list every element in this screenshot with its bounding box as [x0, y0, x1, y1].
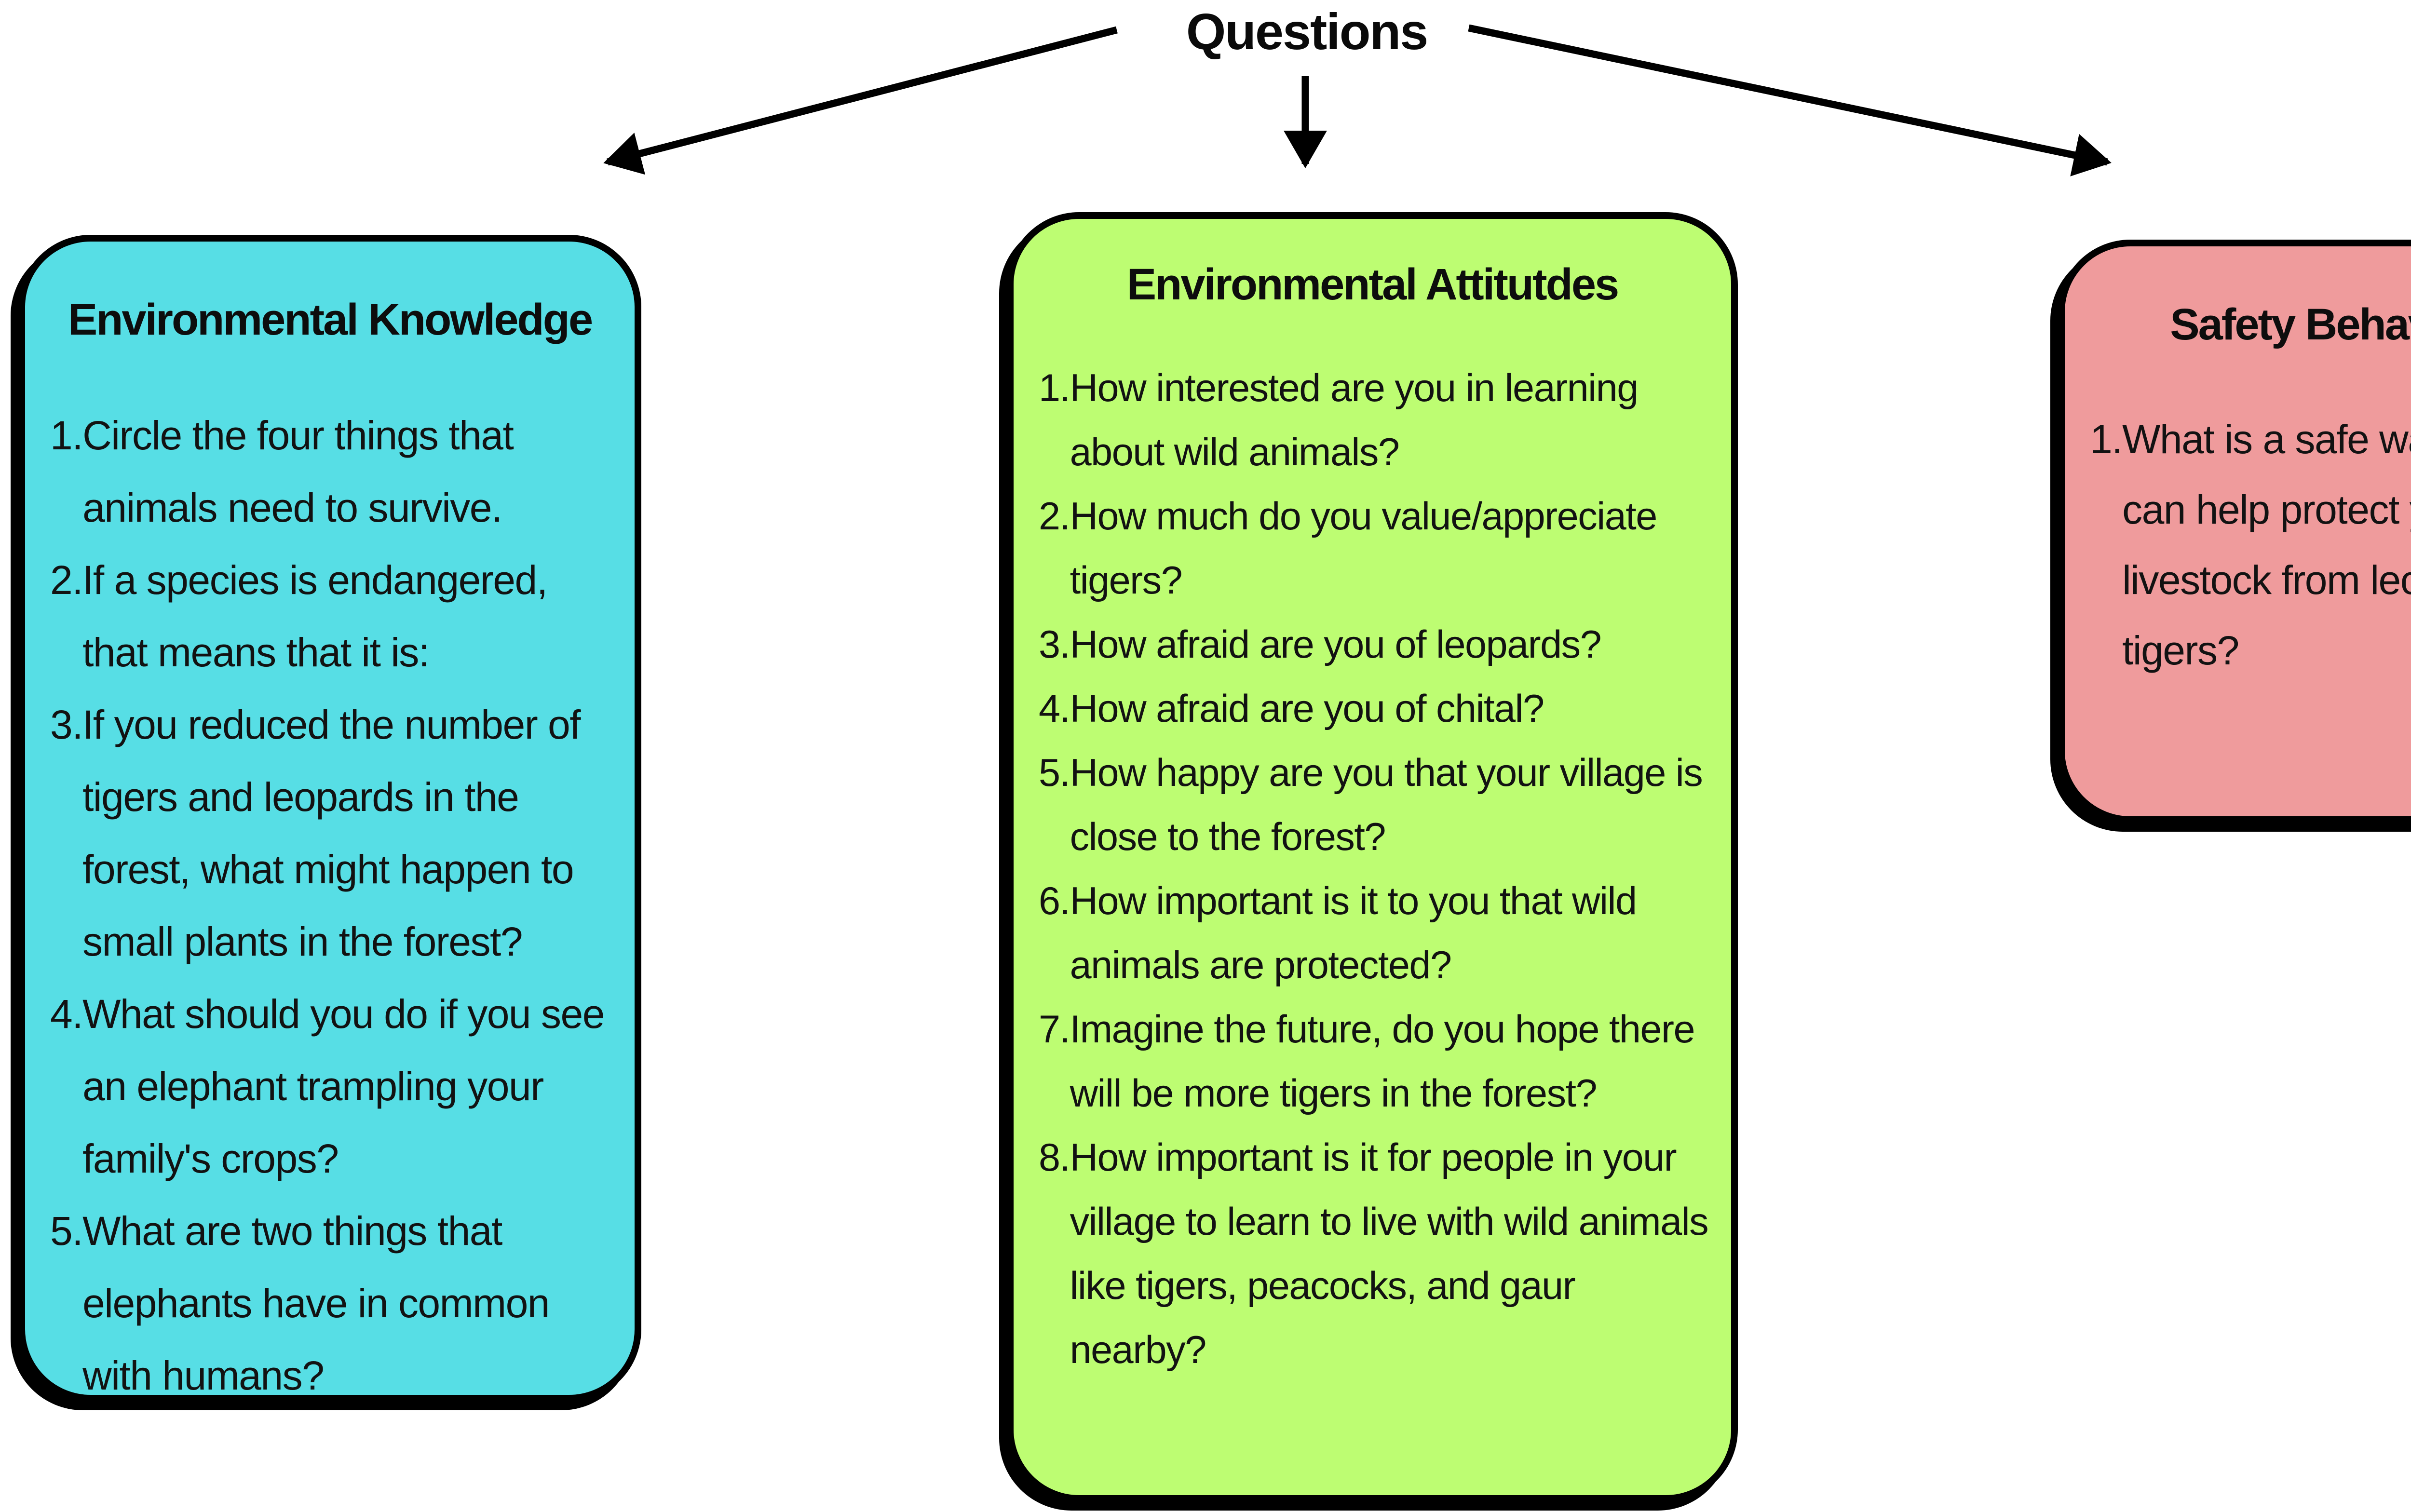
item-number: 2.: [1039, 495, 1070, 538]
item-text: How happy are you that your village is c…: [1070, 751, 1703, 859]
item-text: What is a safe way that you can help pro…: [2122, 417, 2411, 673]
item-number: 8.: [1039, 1136, 1070, 1179]
safety-behaviour-box: Safety Behaviour 1. What is a safe way t…: [2058, 240, 2411, 823]
item-number: 3.: [50, 702, 83, 747]
item-text: If a species is endangered, that means t…: [82, 557, 548, 675]
item-number: 4.: [50, 991, 83, 1037]
question-item: 6. How important is it to you that wild …: [1039, 869, 1718, 998]
question-item: 3. How afraid are you of leopards?: [1039, 613, 1718, 677]
question-item: 1. What is a safe way that you can help …: [2090, 404, 2411, 686]
item-number: 3.: [1039, 623, 1070, 666]
item-text: How afraid are you of chital?: [1070, 687, 1545, 730]
question-item: 4. How afraid are you of chital?: [1039, 677, 1718, 741]
question-item: 5. What are two things that elephants ha…: [50, 1195, 621, 1398]
safety-question-list: 1. What is a safe way that you can help …: [2090, 404, 2411, 686]
item-number: 7.: [1039, 1008, 1070, 1051]
item-text: How important is it for people in your v…: [1070, 1136, 1709, 1372]
question-item: 3. If you reduced the number of tigers a…: [50, 688, 621, 978]
environmental-knowledge-box: Environmental Knowledge 1. Circle the fo…: [18, 235, 641, 1402]
item-text: What are two things that elephants have …: [82, 1208, 550, 1398]
item-number: 1.: [50, 413, 83, 458]
item-number: 4.: [1039, 687, 1070, 730]
item-number: 6.: [1039, 879, 1070, 923]
question-item: 8. How important is it for people in you…: [1039, 1126, 1718, 1382]
item-text: What should you do if you see an elephan…: [82, 991, 605, 1181]
item-text: Imagine the future, do you hope there wi…: [1070, 1008, 1695, 1115]
item-number: 2.: [50, 557, 83, 603]
box-title-environmental-knowledge: Environmental Knowledge: [68, 295, 593, 344]
box-title-safety-behaviour: Safety Behaviour: [2170, 300, 2411, 349]
arrow-to-knowledge-icon: [603, 26, 1118, 175]
question-item: 2. If a species is endangered, that mean…: [50, 544, 621, 688]
item-number: 5.: [50, 1208, 83, 1254]
attitudes-question-list: 1. How interested are you in learning ab…: [1039, 356, 1718, 1382]
question-item: 1. How interested are you in learning ab…: [1039, 356, 1718, 485]
diagram-root-title: Questions: [1186, 3, 1428, 60]
question-item: 5. How happy are you that your village i…: [1039, 741, 1718, 869]
arrow-to-safety-icon: [1468, 24, 2112, 176]
item-number: 1.: [1039, 366, 1070, 410]
item-text: How much do you value/appreciate tigers?: [1070, 495, 1658, 602]
question-item: 4. What should you do if you see an elep…: [50, 978, 621, 1195]
connector-arrows: [603, 24, 2112, 176]
item-text: Circle the four things that animals need…: [82, 413, 514, 530]
item-number: 1.: [2090, 417, 2123, 462]
question-item: 2. How much do you value/appreciate tige…: [1039, 485, 1718, 613]
item-text: If you reduced the number of tigers and …: [82, 702, 581, 964]
question-item: 7. Imagine the future, do you hope there…: [1039, 998, 1718, 1126]
item-number: 5.: [1039, 751, 1070, 795]
box-title-environmental-attitudes: Environmental Attitutdes: [1126, 260, 1619, 309]
knowledge-question-list: 1. Circle the four things that animals n…: [50, 399, 621, 1398]
item-text: How interested are you in learning about…: [1070, 366, 1639, 474]
item-text: How afraid are you of leopards?: [1070, 623, 1602, 666]
question-item: 1. Circle the four things that animals n…: [50, 399, 621, 544]
item-text: How important is it to you that wild ani…: [1070, 879, 1638, 987]
environmental-attitudes-box: Environmental Attitutdes 1. How interest…: [1007, 212, 1738, 1502]
